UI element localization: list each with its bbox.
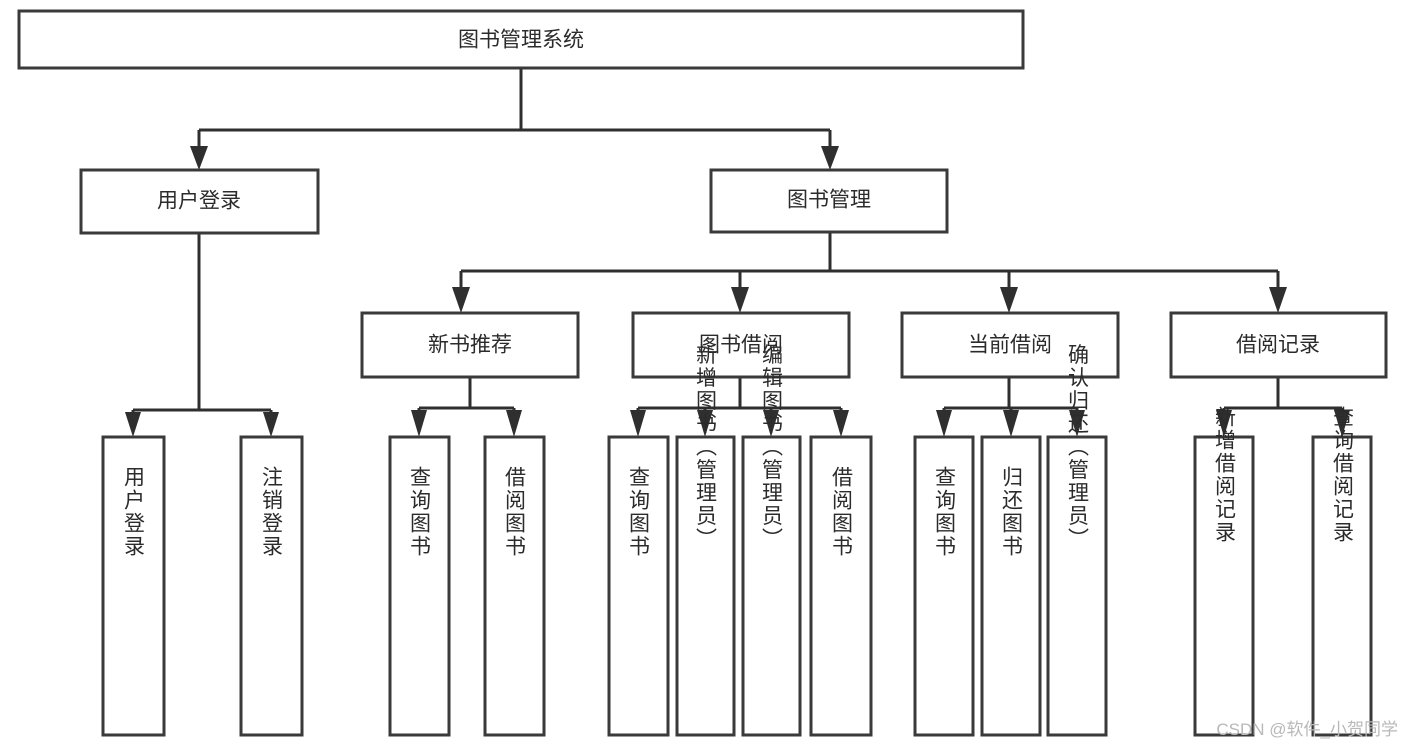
node-leaf-user-login[interactable]: 用户登录 xyxy=(101,435,166,737)
node-user-login[interactable]: 用户登录 xyxy=(79,168,320,235)
arrow-head-add-book-admin xyxy=(697,410,713,437)
node-leaf-add-book-admin-label: 新增图书（管理员） xyxy=(694,344,718,551)
node-borrow-record[interactable]: 借阅记录 xyxy=(1169,311,1388,379)
node-leaf-edit-book-admin-box[interactable] xyxy=(741,435,802,737)
connector-group-root xyxy=(190,68,839,170)
node-leaf-confirm-return-admin-box[interactable] xyxy=(1046,435,1108,737)
node-leaf-logout-login-label: 注销登录 xyxy=(260,466,284,558)
node-leaf-confirm-return-admin[interactable]: 确认归还（管理员） xyxy=(1046,344,1108,737)
node-leaf-query-book-3-box[interactable] xyxy=(913,435,975,737)
node-root-book-management-system[interactable]: 图书管理系统 xyxy=(17,9,1025,70)
node-leaf-add-borrow-record-label: 新增借阅记录 xyxy=(1213,406,1237,544)
node-leaf-return-book-box[interactable] xyxy=(980,435,1042,737)
node-leaf-return-book[interactable]: 归还图书 xyxy=(980,435,1042,737)
node-leaf-borrow-book-1-label: 借阅图书 xyxy=(503,466,527,558)
node-leaf-query-book-3[interactable]: 查询图书 xyxy=(913,435,975,737)
connector-group-borrow-record xyxy=(1216,377,1350,437)
node-leaf-logout-login-box[interactable] xyxy=(239,435,304,737)
node-book-management-label: 图书管理 xyxy=(787,189,871,212)
node-leaf-query-book-1[interactable]: 查询图书 xyxy=(388,435,451,737)
arrow-head-borrow-book-2 xyxy=(833,410,849,437)
arrow-head-borrow-record xyxy=(1269,287,1287,313)
node-leaf-query-book-2-label: 查询图书 xyxy=(627,466,651,558)
connector-group-book-management xyxy=(452,232,1287,313)
node-leaf-logout-login[interactable]: 注销登录 xyxy=(239,435,304,737)
arrow-head-return-book xyxy=(1003,410,1019,437)
node-leaf-user-login-box[interactable] xyxy=(101,435,166,737)
arrow-head-new-book-recommend xyxy=(452,287,470,313)
node-leaf-borrow-book-1-box[interactable] xyxy=(483,435,546,737)
node-current-borrow-box[interactable] xyxy=(900,311,1120,379)
node-leaf-borrow-book-2[interactable]: 借阅图书 xyxy=(809,435,873,737)
node-user-login-box[interactable] xyxy=(79,168,320,235)
node-book-management-box[interactable] xyxy=(709,168,949,234)
arrow-head-query-book-3 xyxy=(936,410,952,437)
csdn-watermark: CSDN @软件_小贺同学 xyxy=(1216,720,1398,739)
connector-group-new-book-recommend xyxy=(411,377,522,437)
node-leaf-query-book-1-box[interactable] xyxy=(388,435,451,737)
node-new-book-recommend[interactable]: 新书推荐 xyxy=(360,311,580,379)
node-leaf-query-borrow-record-label: 查询借阅记录 xyxy=(1331,406,1355,544)
node-book-management[interactable]: 图书管理 xyxy=(709,168,949,234)
connector-group-current-borrow xyxy=(936,377,1085,437)
arrow-head-edit-book-admin xyxy=(763,410,779,437)
node-leaf-add-borrow-record-box[interactable] xyxy=(1193,435,1255,737)
node-leaf-borrow-book-2-label: 借阅图书 xyxy=(830,466,854,558)
arrow-head-leaf-logout-login xyxy=(263,412,279,437)
arrow-head-query-borrow-record xyxy=(1334,410,1350,437)
arrow-head-confirm-return-admin xyxy=(1069,410,1085,437)
node-book-borrow-box[interactable] xyxy=(631,311,851,379)
node-leaf-query-book-1-label: 查询图书 xyxy=(408,466,432,558)
node-current-borrow[interactable]: 当前借阅 xyxy=(900,311,1120,379)
node-leaf-add-book-admin-box[interactable] xyxy=(675,435,736,737)
arrow-head-user-login xyxy=(190,146,208,170)
node-leaf-query-book-3-label: 查询图书 xyxy=(933,466,957,558)
arrow-head-book-management xyxy=(821,146,839,170)
node-leaf-query-borrow-record-box[interactable] xyxy=(1311,435,1373,737)
node-leaf-confirm-return-admin-label: 确认归还（管理员） xyxy=(1066,344,1090,551)
node-new-book-recommend-label: 新书推荐 xyxy=(428,334,512,357)
arrow-head-add-borrow-record xyxy=(1216,410,1232,437)
connector-group-user-login xyxy=(125,233,279,437)
node-leaf-query-book-2-box[interactable] xyxy=(607,435,670,737)
node-borrow-record-box[interactable] xyxy=(1169,311,1388,379)
node-leaf-add-book-admin[interactable]: 新增图书（管理员） xyxy=(675,344,736,737)
node-root-box[interactable] xyxy=(17,9,1025,70)
node-leaf-borrow-book-2-box[interactable] xyxy=(809,435,873,737)
node-new-book-recommend-box[interactable] xyxy=(360,311,580,379)
arrow-head-leaf-user-login xyxy=(125,412,141,437)
connector-group-book-borrow xyxy=(630,377,849,437)
node-book-borrow[interactable]: 图书借阅 xyxy=(631,311,851,379)
node-leaf-query-book-2[interactable]: 查询图书 xyxy=(607,435,670,737)
node-user-login-label: 用户登录 xyxy=(157,190,241,213)
arrow-head-query-book-2 xyxy=(630,410,646,437)
node-leaf-borrow-book-1[interactable]: 借阅图书 xyxy=(483,435,546,737)
node-leaf-add-borrow-record[interactable]: 新增借阅记录 xyxy=(1193,406,1255,737)
node-borrow-record-label: 借阅记录 xyxy=(1236,334,1320,357)
node-leaf-edit-book-admin-label: 编辑图书（管理员） xyxy=(760,344,784,551)
node-leaf-user-login-label: 用户登录 xyxy=(122,466,146,558)
node-current-borrow-label: 当前借阅 xyxy=(968,334,1052,357)
node-book-borrow-label: 图书借阅 xyxy=(699,334,783,357)
node-leaf-query-borrow-record[interactable]: 查询借阅记录 xyxy=(1311,406,1373,737)
node-leaf-edit-book-admin[interactable]: 编辑图书（管理员） xyxy=(741,344,802,737)
arrow-head-borrow-book-1 xyxy=(506,410,522,437)
node-root-label: 图书管理系统 xyxy=(458,29,584,52)
arrow-head-book-borrow xyxy=(731,287,749,313)
node-leaf-return-book-label: 归还图书 xyxy=(1000,466,1024,558)
arrow-head-current-borrow xyxy=(1000,287,1018,313)
arrow-head-query-book-1 xyxy=(411,410,427,437)
